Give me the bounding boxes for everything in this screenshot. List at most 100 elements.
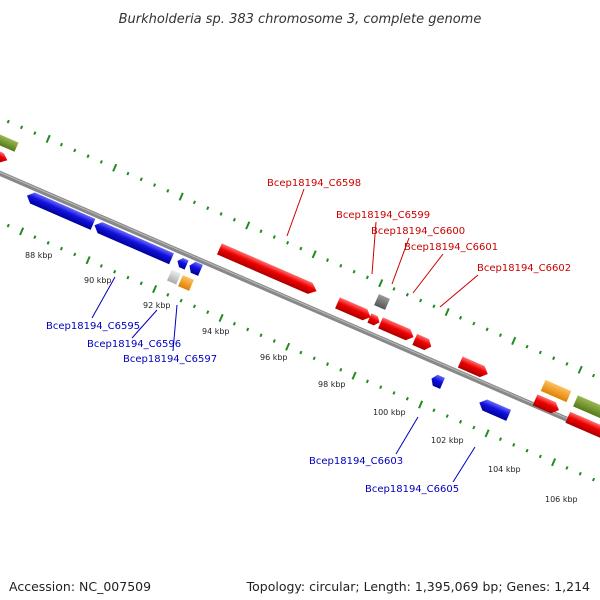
gene-gray-light[interactable]: [167, 269, 181, 285]
label-bcep18194-c6603[interactable]: Bcep18194_C6603: [309, 456, 403, 467]
tick-mark: [405, 292, 409, 297]
leader-c6598: [286, 188, 305, 237]
tick-label-104-kbp: 104 kbp: [488, 465, 521, 474]
outer-tick-ring: [6, 119, 596, 378]
tick-mark: [99, 264, 103, 268]
tick-mark: [591, 373, 596, 378]
tick-mark: [206, 206, 210, 211]
tick-mark: [179, 298, 183, 303]
tick-mark: [538, 350, 542, 355]
gene-blue-a[interactable]: [25, 190, 96, 230]
tick-mark: [99, 160, 103, 164]
gene-bcep18194-c6595[interactable]: [92, 220, 174, 265]
gene-olive-edge-right[interactable]: [573, 395, 600, 423]
tick-mark: [392, 287, 396, 291]
tick-mark: [192, 200, 197, 205]
tick-mark: [485, 327, 489, 332]
tick-mark: [472, 425, 476, 430]
tick-mark: [591, 477, 596, 482]
gene-bcep18194-c6597[interactable]: [178, 275, 194, 291]
label-bcep18194-c6605[interactable]: Bcep18194_C6605: [365, 484, 459, 495]
gene-blue-b[interactable]: [187, 260, 203, 276]
gene-bcep18194-c6600[interactable]: [367, 313, 381, 327]
label-bcep18194-c6597[interactable]: Bcep18194_C6597: [123, 354, 217, 365]
tick-mark: [378, 279, 384, 288]
tick-label-100-kbp: 100 kbp: [373, 408, 406, 417]
tick-mark: [472, 321, 476, 326]
leader-c6601: [412, 253, 444, 294]
tick-label-96-kbp: 96 kbp: [260, 353, 288, 362]
tick-label-106-kbp: 106 kbp: [545, 495, 578, 504]
tick-mark: [365, 275, 369, 280]
tick-mark: [339, 368, 343, 372]
gene-bcep18194-c6605[interactable]: [477, 397, 512, 421]
tick-mark: [139, 177, 143, 182]
tick-label-102-kbp: 102 kbp: [431, 436, 464, 445]
tick-mark: [73, 252, 77, 257]
tick-label-98-kbp: 98 kbp: [318, 380, 346, 389]
tick-mark: [379, 385, 383, 389]
label-bcep18194-c6601[interactable]: Bcep18194_C6601: [404, 242, 498, 253]
tick-mark: [19, 227, 25, 236]
reverse-strand-genes: [25, 190, 512, 421]
tick-mark: [299, 350, 303, 355]
tick-mark: [432, 304, 436, 309]
tick-mark: [259, 333, 263, 338]
tick-mark: [192, 304, 197, 309]
tick-mark: [232, 217, 236, 222]
tick-mark: [19, 125, 24, 130]
tick-mark: [458, 315, 463, 320]
label-bcep18194-c6599[interactable]: Bcep18194_C6599: [336, 210, 430, 221]
tick-mark: [352, 269, 356, 274]
tick-mark: [351, 371, 357, 380]
leader-c6602: [439, 274, 479, 308]
label-bcep18194-c6598[interactable]: Bcep18194_C6598: [267, 178, 361, 189]
tick-mark: [538, 454, 542, 459]
label-bcep18194-c6596[interactable]: Bcep18194_C6596: [87, 339, 181, 350]
leader-c6605: [452, 446, 476, 483]
tick-label-92-kbp: 92 kbp: [143, 301, 171, 310]
tick-mark: [59, 142, 64, 147]
gene-olive-edge-left[interactable]: [0, 130, 19, 152]
gene-orange-right[interactable]: [540, 379, 572, 403]
gene-red-b[interactable]: [457, 356, 490, 380]
tick-mark: [525, 344, 529, 349]
tick-mark: [565, 362, 569, 366]
tick-mark: [206, 310, 210, 315]
tick-mark: [85, 256, 91, 265]
tick-mark: [458, 419, 463, 424]
tick-mark: [498, 333, 503, 338]
gene-red-edge-left[interactable]: [0, 146, 9, 165]
gene-bcep18194-c6601[interactable]: [378, 317, 416, 342]
gene-red-a[interactable]: [335, 297, 373, 322]
tick-mark: [312, 356, 316, 361]
tick-mark: [166, 292, 170, 297]
gene-bcep18194-c6602[interactable]: [412, 333, 433, 352]
label-bcep18194-c6595[interactable]: Bcep18194_C6595: [46, 321, 140, 332]
gene-bcep18194-c6603[interactable]: [429, 373, 445, 389]
chromosome-backbone: [0, 170, 600, 437]
inner-tick-ring: [6, 223, 596, 482]
tick-mark: [246, 327, 250, 332]
gene-bcep18194-c6596[interactable]: [175, 256, 189, 270]
tick-mark: [578, 471, 582, 476]
tick-mark: [286, 240, 290, 245]
gene-red-edge-right[interactable]: [565, 411, 600, 444]
tick-mark: [6, 119, 10, 124]
tick-mark: [245, 221, 251, 230]
tick-mark: [112, 163, 118, 172]
tick-mark: [126, 275, 130, 280]
gene-bcep18194-c6598[interactable]: [217, 243, 319, 296]
tick-mark: [299, 246, 303, 251]
tick-mark: [126, 171, 130, 176]
label-bcep18194-c6600[interactable]: Bcep18194_C6600: [371, 226, 465, 237]
tick-mark: [178, 192, 184, 201]
label-bcep18194-c6602[interactable]: Bcep18194_C6602: [477, 263, 571, 274]
tick-mark: [45, 134, 51, 143]
gene-bcep18194-c6599[interactable]: [374, 294, 390, 310]
gene-red-c[interactable]: [532, 394, 562, 415]
label-leader-lines: [91, 188, 479, 483]
tick-label-94-kbp: 94 kbp: [202, 327, 230, 336]
tick-labels: 88 kbp 90 kbp 92 kbp 94 kbp 96 kbp 98 kb…: [25, 251, 578, 504]
